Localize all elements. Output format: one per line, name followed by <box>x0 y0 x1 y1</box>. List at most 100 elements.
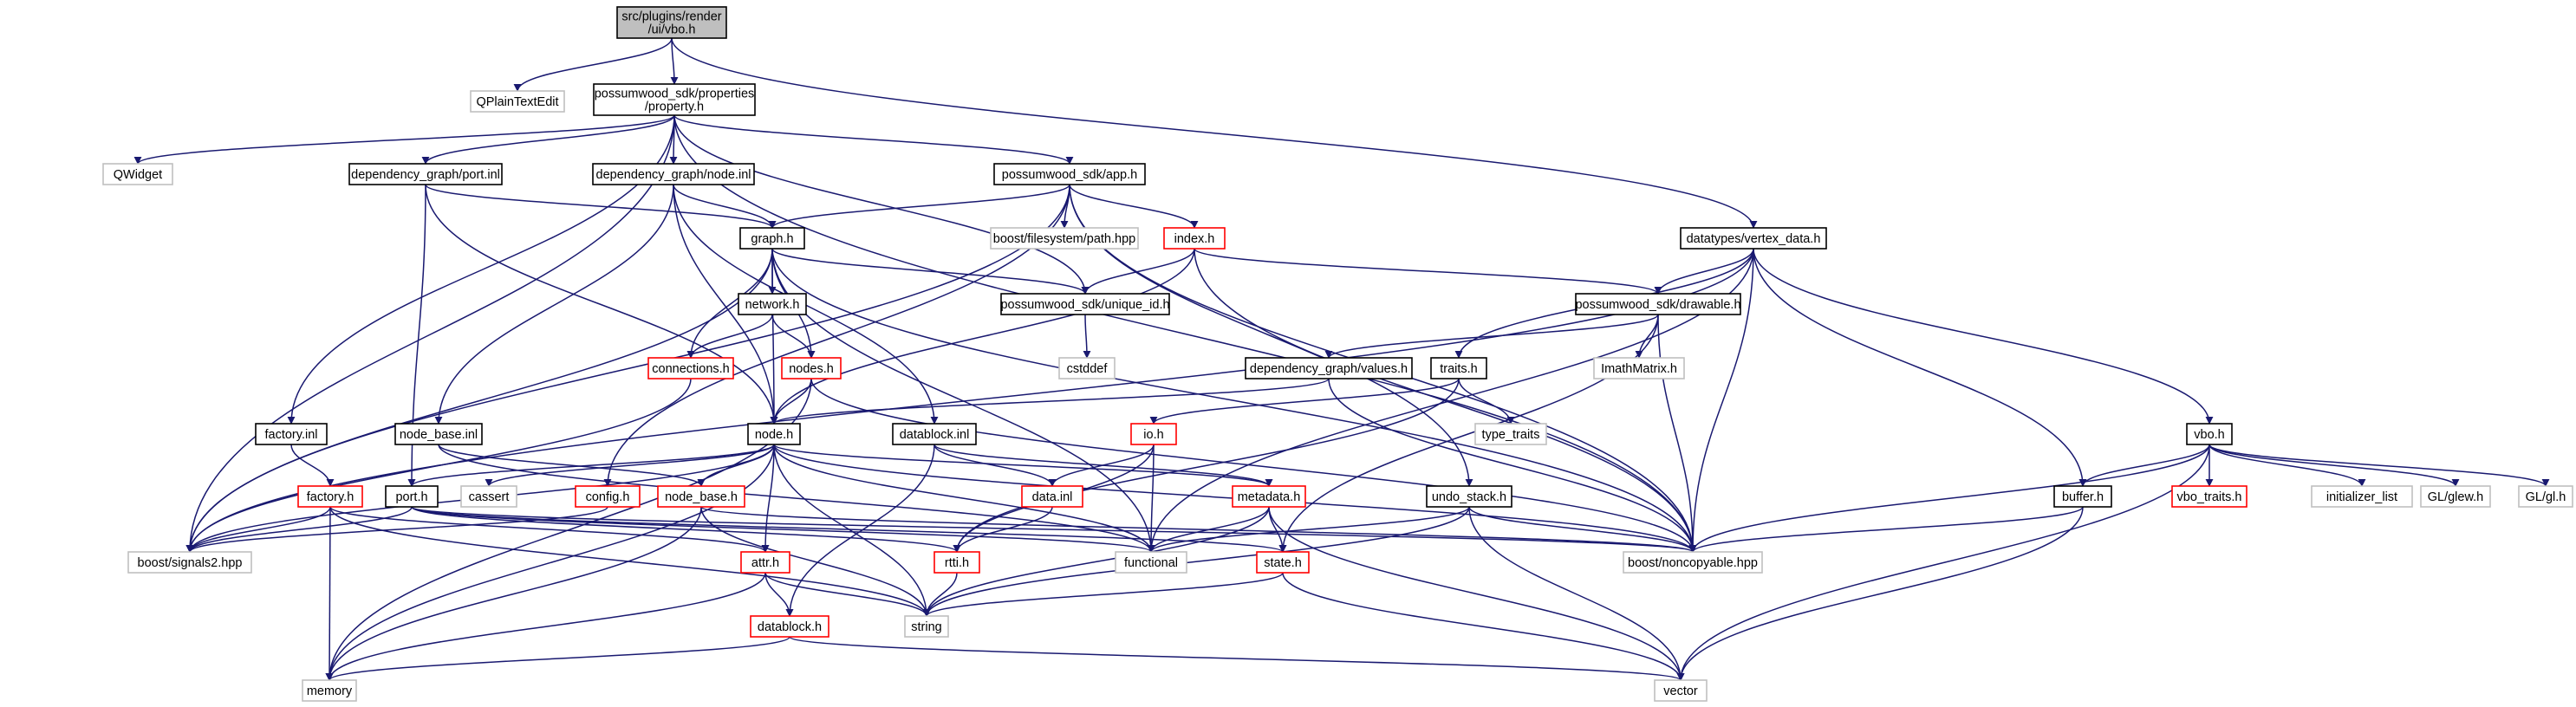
node-vbo-traits-h[interactable]: vbo_traits.h <box>2171 485 2247 508</box>
edge-node_h-to-attr_h <box>761 444 775 553</box>
node-label: node_base.h <box>665 490 738 504</box>
node-factory-h[interactable]: factory.h <box>297 485 363 508</box>
node-box <box>575 485 641 508</box>
node-box <box>1256 551 1310 574</box>
edge-attr_h-to-memory <box>325 572 766 681</box>
node-cassert: cassert <box>460 485 517 508</box>
node-box <box>1115 551 1187 574</box>
node-box <box>1058 357 1116 379</box>
node-box <box>1232 485 1306 508</box>
node-undo-stack-h[interactable]: undo_stack.h <box>1426 485 1512 508</box>
edge-metadata_h-to-string <box>922 506 1270 617</box>
node-box <box>750 615 829 638</box>
node-datablock-h[interactable]: datablock.h <box>750 615 829 638</box>
edge-metadata_h-to-functional <box>1147 506 1270 553</box>
node-node-h[interactable]: node.h <box>747 423 801 445</box>
node-label: cstddef <box>1067 362 1109 376</box>
node-box <box>460 485 517 508</box>
node-graph-h[interactable]: graph.h <box>739 227 805 250</box>
node-label: memory <box>307 684 353 698</box>
node-type-traits: type_traits <box>1474 423 1547 445</box>
node-label: vbo_traits.h <box>2177 490 2242 504</box>
node-box <box>993 163 1146 185</box>
edge-attr_h-to-string <box>764 572 931 617</box>
node-box <box>1130 423 1177 445</box>
node-metadata-h[interactable]: metadata.h <box>1232 485 1306 508</box>
edge-vbo_h-to-buffer_h <box>2078 444 2210 487</box>
node-unique-id-h[interactable]: possumwood_sdk/unique_id.h <box>1000 293 1170 315</box>
edge-datablock_h-to-memory <box>325 636 790 681</box>
edge-root-to-vertex_data_h <box>671 37 1758 229</box>
node-label: state.h <box>1264 556 1302 570</box>
node-box <box>2420 485 2491 508</box>
node-box <box>740 551 790 574</box>
edge-state_h-to-string <box>922 572 1284 617</box>
edge-undo_stack_h-to-vector <box>1468 506 1685 681</box>
node-property-h[interactable]: possumwood_sdk/properties/property.h <box>593 83 756 116</box>
node-label: buffer.h <box>2062 490 2104 504</box>
edge-io_h-to-data_inl <box>1048 444 1155 487</box>
node-io-h[interactable]: io.h <box>1130 423 1177 445</box>
node-connections-h[interactable]: connections.h <box>647 357 734 379</box>
edge-index_h-to-unique_id_h <box>1081 248 1195 295</box>
node-attr-h[interactable]: attr.h <box>740 551 790 574</box>
node-label: metadata.h <box>1238 490 1301 504</box>
node-vector: vector <box>1654 679 1708 702</box>
node-vbo-h[interactable]: vbo.h <box>2186 423 2233 445</box>
node-app-h[interactable]: possumwood_sdk/app.h <box>993 163 1146 185</box>
node-vertex-data-h[interactable]: datatypes/vertex_data.h <box>1680 227 1827 250</box>
node-box <box>255 423 328 445</box>
node-factory-inl[interactable]: factory.inl <box>255 423 328 445</box>
edge-datablock_inl-to-data_inl <box>933 444 1057 487</box>
edge-undo_stack_h-to-functional <box>1147 506 1470 553</box>
node-label: QWidget <box>114 168 162 182</box>
node-box <box>2171 485 2247 508</box>
node-node-inl[interactable]: dependency_graph/node.inl <box>592 163 755 185</box>
edge-graph_h-to-unique_id_h <box>771 248 1090 295</box>
node-label: cassert <box>469 490 510 504</box>
node-nodes-h[interactable]: nodes.h <box>781 357 842 379</box>
edge-node_h-to-string <box>773 444 931 617</box>
node-box <box>1163 227 1226 250</box>
edge-vbo_h-to-init_list <box>2208 444 2366 487</box>
node-rtti-h[interactable]: rtti.h <box>933 551 980 574</box>
node-datablock-inl[interactable]: datablock.inl <box>892 423 977 445</box>
node-box <box>647 357 734 379</box>
node-config-h[interactable]: config.h <box>575 485 641 508</box>
node-port-h[interactable]: port.h <box>385 485 439 508</box>
node-memory: memory <box>302 679 357 702</box>
edge-node_base_h-to-memory <box>325 506 702 681</box>
edge-buffer_h-to-noncopyable <box>1688 506 2084 553</box>
node-box <box>592 163 755 185</box>
node-box <box>2053 485 2112 508</box>
node-values-h[interactable]: dependency_graph/values.h <box>1245 357 1413 379</box>
node-label: possumwood_sdk/unique_id.h <box>1000 298 1169 312</box>
node-box <box>933 551 980 574</box>
node-network-h[interactable]: network.h <box>738 293 807 315</box>
node-label: traits.h <box>1440 362 1478 376</box>
edge-datablock_h-to-vector <box>789 636 1685 681</box>
node-buffer-h[interactable]: buffer.h <box>2053 485 2112 508</box>
edge-data_inl-to-rtti_h <box>953 506 1053 553</box>
node-data-inl[interactable]: data.inl <box>1021 485 1083 508</box>
node-label: dependency_graph/node.inl <box>596 168 751 182</box>
node-node-base-inl[interactable]: node_base.inl <box>394 423 483 445</box>
node-string: string <box>904 615 949 638</box>
node-box <box>739 227 805 250</box>
node-label: src/plugins/render <box>621 10 721 24</box>
node-drawable-h[interactable]: possumwood_sdk/drawable.h <box>1575 293 1741 315</box>
node-label: GL/gl.h <box>2526 490 2566 504</box>
node-port-inl[interactable]: dependency_graph/port.inl <box>348 163 503 185</box>
node-box <box>385 485 439 508</box>
edge-property_h-to-noncopyable <box>673 114 1697 553</box>
edge-unique_id_h-to-cstddef <box>1083 314 1091 359</box>
node-state-h[interactable]: state.h <box>1256 551 1310 574</box>
edge-nodes_h-to-noncopyable <box>810 378 1697 553</box>
edge-network_h-to-connections_h <box>686 314 773 359</box>
node-node-base-h[interactable]: node_base.h <box>657 485 745 508</box>
node-label: GL/glew.h <box>2428 490 2484 504</box>
node-index-h[interactable]: index.h <box>1163 227 1226 250</box>
node-traits-h[interactable]: traits.h <box>1430 357 1487 379</box>
edge-vertex_data_h-to-buffer_h <box>1753 248 2087 487</box>
edge-vertex_data_h-to-noncopyable <box>1688 248 1754 553</box>
